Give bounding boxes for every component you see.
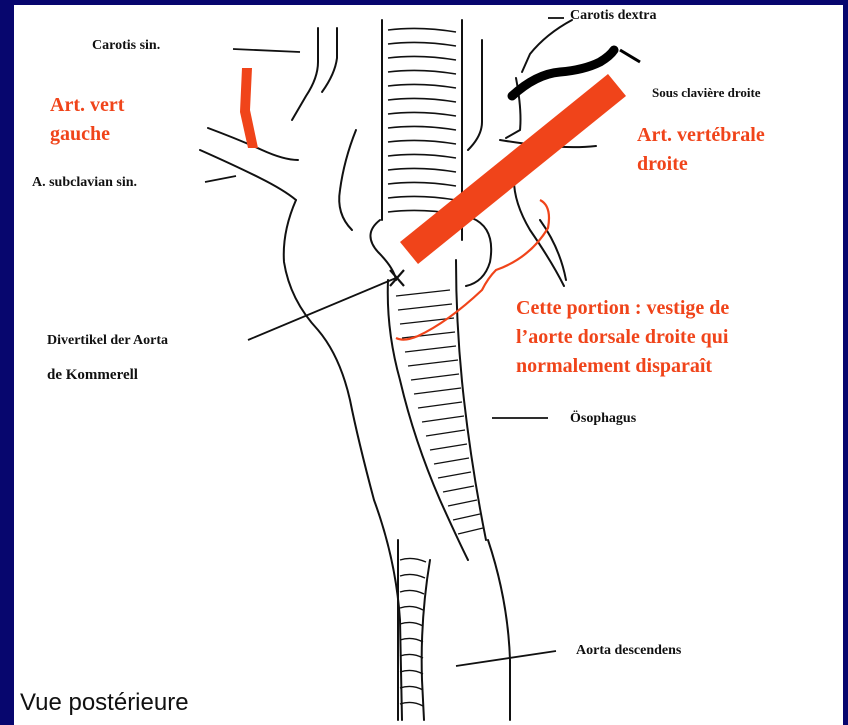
label-art-vertebrale-droite-2: droite (637, 150, 688, 179)
leader-divertikel (248, 278, 396, 340)
art-vert-gauche-bar (240, 68, 258, 148)
label-kommerell: de Kommerell (47, 367, 138, 384)
leader-carotis-sin (233, 49, 300, 52)
label-subclavian-sin: A. subclavian sin. (32, 175, 137, 191)
leader-aorta-descendens (456, 651, 556, 666)
carotis-sin-vessel (292, 28, 318, 120)
diverticulum-bulge-right (466, 218, 491, 286)
label-art-vertebrale-droite-1: Art. vertébrale (637, 121, 765, 150)
label-sous-claviere-droite: Sous clavière droite (652, 85, 761, 101)
oesophagus-left (388, 280, 468, 560)
label-aorta-descendens: Aorta descendens (576, 643, 681, 659)
oesophagus-right (456, 260, 486, 540)
right-vessel-line (468, 40, 482, 150)
label-vue-posterieure: Vue postérieure (20, 689, 189, 717)
label-divertikel: Divertikel der Aorta (47, 333, 168, 349)
aorta-outline-left (284, 200, 402, 720)
carotis-sin-vessel-inner (322, 28, 337, 92)
diagram-panel: Carotis sin. Carotis dextra Art. vert ga… (14, 5, 843, 725)
aorta-outline-right (339, 130, 356, 230)
label-art-vert-gauche-1: Art. vert (50, 91, 124, 120)
descending-left (422, 560, 430, 720)
leader-subclavian-sin (205, 176, 236, 182)
label-carotis-sin: Carotis sin. (92, 38, 160, 54)
label-cette-portion-2: l’aorte dorsale droite qui (516, 323, 728, 352)
label-cette-portion-1: Cette portion : vestige de (516, 294, 729, 323)
sous-claviere-droite-tick (620, 50, 640, 62)
carotis-dextra-vessel (522, 20, 572, 72)
descending-right (488, 540, 510, 720)
label-art-vert-gauche-2: gauche (50, 120, 110, 149)
trachea-rings (388, 28, 456, 214)
leader-lines (205, 18, 564, 666)
label-carotis-dextra: Carotis dextra (570, 8, 656, 24)
anatomy-drawing (14, 5, 843, 725)
label-osophagus: Ösophagus (570, 411, 636, 427)
label-cette-portion-3: normalement disparaît (516, 352, 712, 381)
diverticulum-x-mark (390, 270, 404, 286)
